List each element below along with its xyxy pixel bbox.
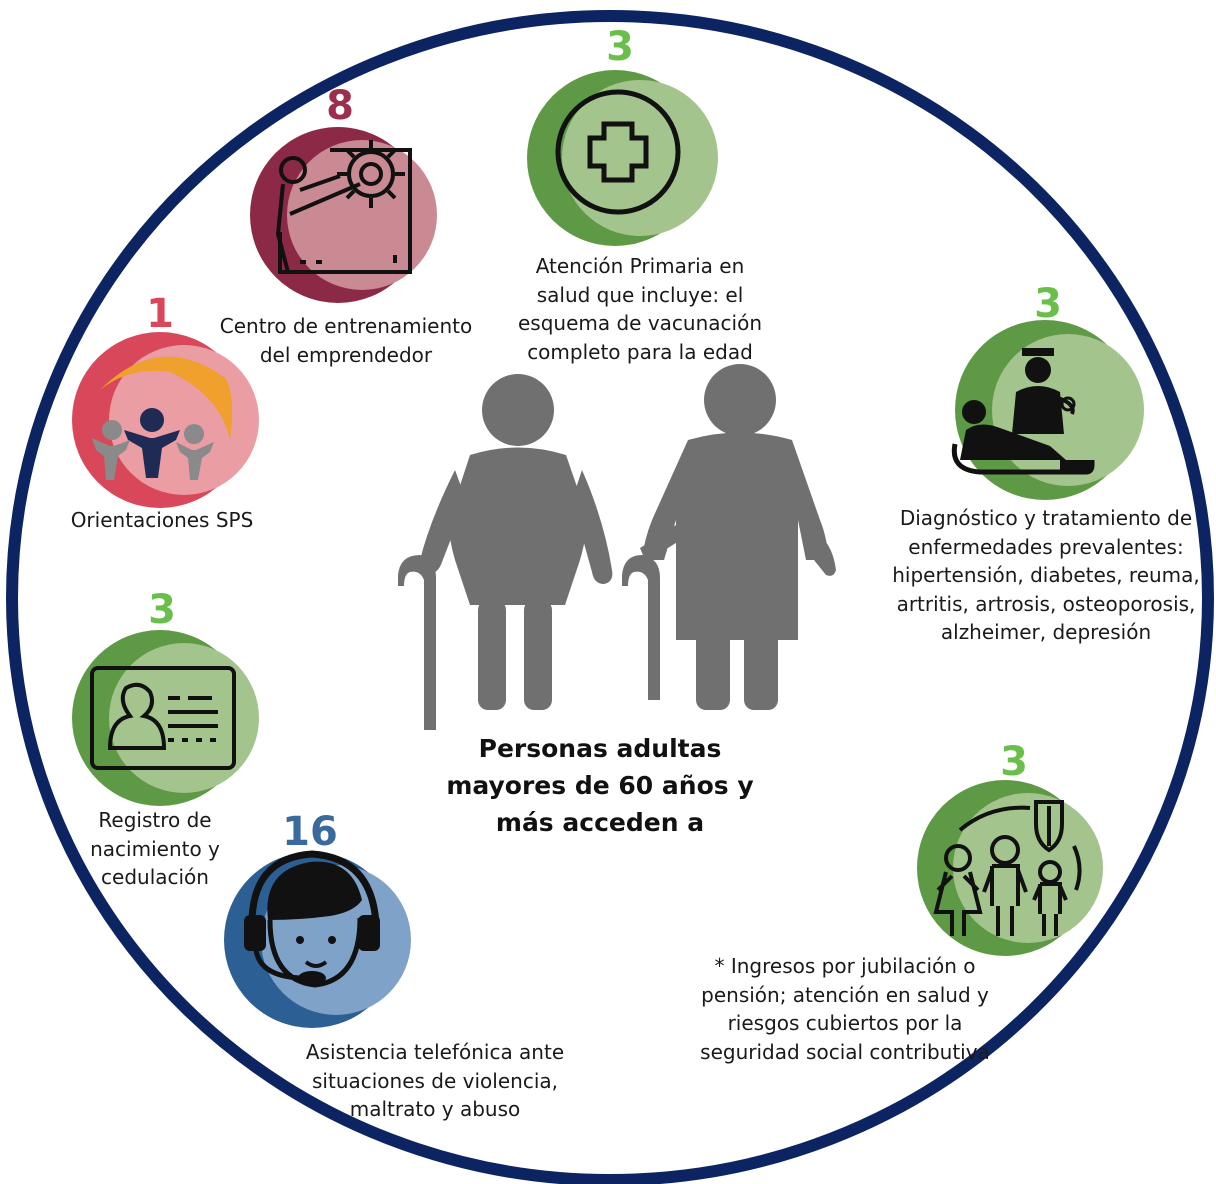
count-sps-orientation: 1	[146, 291, 174, 337]
label-line: salud que incluye: el	[536, 282, 744, 307]
doctor-patient-icon	[951, 348, 1095, 475]
label-entrepreneur-center: Centro de entrenamiento del emprendedor	[196, 312, 496, 369]
elderly-couple-icon	[398, 364, 836, 730]
center-title-line: mayores de 60 años y	[446, 771, 754, 800]
entrepreneur-training-icon	[275, 140, 412, 274]
label-line: * Ingresos por jubilación o	[714, 954, 976, 978]
label-line: del emprendedor	[259, 342, 433, 367]
label-phone-assistance: Asistencia telefónica ante situaciones d…	[290, 1038, 580, 1124]
label-primary-care: Atención Primaria en salud que incluye: …	[490, 252, 790, 366]
label-line: Centro de entrenamiento	[219, 314, 473, 338]
label-line: pensión; atención en salud y	[701, 982, 989, 1007]
count-diagnosis: 3	[1034, 281, 1062, 327]
label-line: artritis, artrosis, osteoporosis,	[896, 591, 1196, 616]
label-line: cedulación	[101, 865, 209, 889]
center-title-line: Personas adultas	[478, 734, 722, 763]
label-line: hipertensión, diabetes, reuma,	[892, 563, 1200, 587]
node-primary-care	[527, 70, 718, 246]
label-line: nacimiento y	[90, 836, 220, 861]
medical-cross-icon	[555, 89, 681, 215]
label-line: esquema de vacunación	[517, 311, 762, 335]
node-entrepreneur-center	[250, 127, 437, 303]
id-card-icon	[90, 666, 236, 770]
family-protection-icon	[933, 800, 1082, 936]
label-line: alzheimer, depresión	[940, 620, 1152, 644]
label-line: Diagnóstico y tratamiento de	[899, 506, 1193, 530]
label-birth-registry: Registro de nacimiento y cedulación	[60, 806, 250, 892]
count-entrepreneur-center: 8	[326, 83, 354, 129]
node-social-security	[917, 780, 1103, 956]
node-birth-registry	[72, 630, 259, 806]
label-social-security: * Ingresos por jubilación o pensión; ate…	[690, 952, 1000, 1066]
count-primary-care: 3	[606, 24, 634, 70]
center-title: Personas adultas mayores de 60 años y má…	[400, 730, 800, 841]
label-line: maltrato y abuso	[349, 1097, 521, 1121]
label-line: completo para la edad	[527, 339, 753, 364]
node-diagnosis	[951, 320, 1144, 500]
node-phone-assistance	[224, 850, 411, 1028]
community-people-icon	[92, 356, 233, 480]
label-line: situaciones de violencia,	[312, 1068, 558, 1093]
count-phone-assistance: 16	[282, 809, 338, 855]
label-line: enfermedades prevalentes:	[908, 534, 1184, 559]
label-diagnosis: Diagnóstico y tratamiento de enfermedade…	[886, 504, 1206, 647]
node-sps-orientation	[72, 332, 259, 508]
count-social-security: 3	[1000, 739, 1028, 785]
label-line: seguridad social contributiva	[700, 1039, 990, 1064]
label-line: Asistencia telefónica ante	[305, 1040, 565, 1064]
count-birth-registry: 3	[148, 587, 176, 633]
center-title-line: más acceden a	[495, 808, 705, 837]
label-line: Atención Primaria en	[535, 254, 745, 278]
label-line: riesgos cubiertos por la	[727, 1011, 963, 1035]
label-sps-orientation: Orientaciones SPS	[42, 506, 282, 535]
label-line: Registro de	[98, 808, 212, 832]
outer-ring	[6, 10, 1214, 1184]
headset-support-icon	[244, 850, 380, 988]
label-line: Orientaciones SPS	[70, 508, 254, 532]
